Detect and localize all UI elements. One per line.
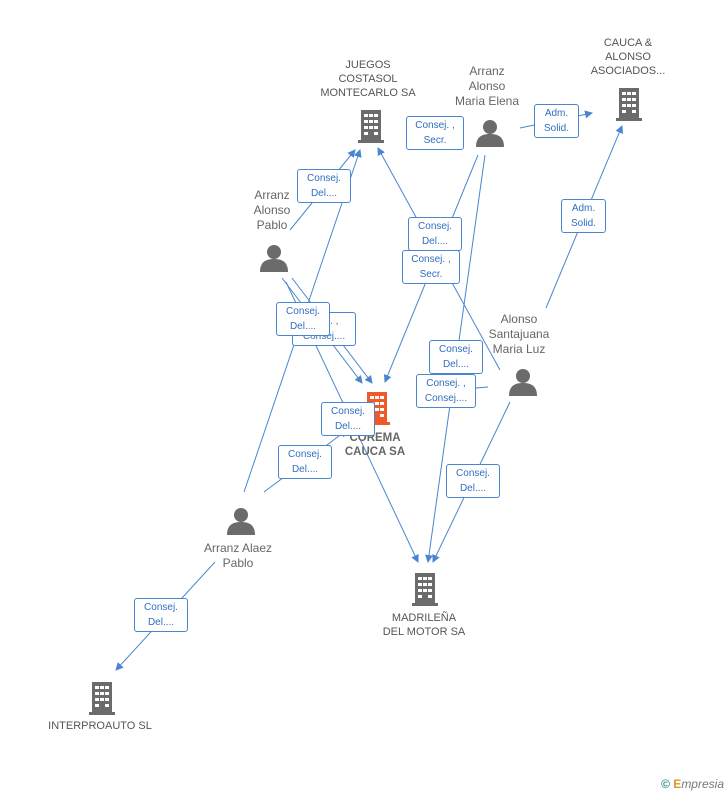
edge-label: Consej. Del.... xyxy=(297,169,351,203)
person-icon xyxy=(509,369,537,396)
copyright-icon: © xyxy=(661,777,670,791)
building-icon xyxy=(616,88,642,121)
edge-label: Consej. Del.... xyxy=(278,445,332,479)
building-icon xyxy=(89,682,115,715)
brand-footer[interactable]: © Empresia xyxy=(661,777,724,791)
edge-label: Consej. Del.... xyxy=(321,402,375,436)
edge-label: Consej. Del.... xyxy=(446,464,500,498)
building-icon xyxy=(412,573,438,606)
edge-label: Adm. Solid. xyxy=(534,104,579,138)
edge-label: Consej. , Secr. xyxy=(406,116,464,150)
person-label-arranz-alaez[interactable]: Arranz Alaez Pablo xyxy=(203,541,273,570)
edge-label: Consej. , Consej.... xyxy=(416,374,476,408)
edge-label: Consej. , Secr. xyxy=(402,250,460,284)
building-icon xyxy=(358,110,384,143)
edge-label: Consej. Del.... xyxy=(408,217,462,251)
company-label-interproauto[interactable]: INTERPROAUTO SL xyxy=(48,720,152,732)
edge-label: Adm. Solid. xyxy=(561,199,606,233)
person-icon xyxy=(260,245,288,272)
person-label-alonso-luz[interactable]: Alonso Santajuana Maria Luz xyxy=(488,312,550,356)
edge-label: Consej. Del.... xyxy=(276,302,330,336)
edge-label: Consej. Del.... xyxy=(429,340,483,374)
person-label-arranz-pablo-alonso[interactable]: Arranz Alonso Pablo xyxy=(253,188,291,232)
brand-logo: Empresia xyxy=(673,777,724,791)
person-icon xyxy=(227,508,255,535)
edge-label: Consej. Del.... xyxy=(134,598,188,632)
person-label-arranz-maria[interactable]: Arranz Alonso Maria Elena xyxy=(454,64,520,108)
company-label-juegos[interactable]: JUEGOS COSTASOL MONTECARLO SA xyxy=(320,59,416,99)
company-label-cauca-alonso[interactable]: CAUCA & ALONSO ASOCIADOS... xyxy=(590,37,666,77)
person-icon xyxy=(476,120,504,147)
company-label-madrilena[interactable]: MADRILEÑA DEL MOTOR SA xyxy=(382,612,466,638)
